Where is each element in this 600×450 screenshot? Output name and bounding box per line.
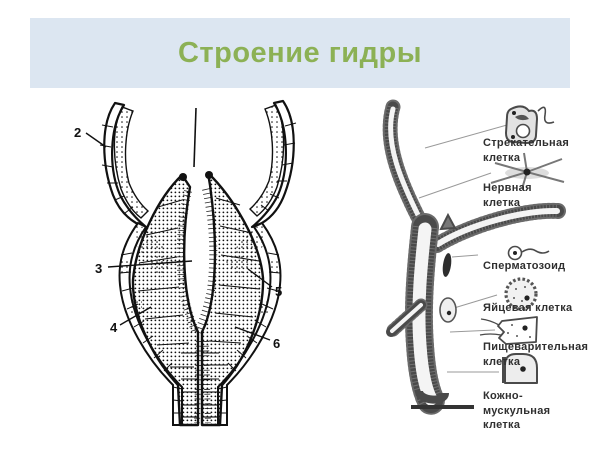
label-digestive-cell: Пищеварительная клетка <box>483 341 589 368</box>
sperm-cell-icon <box>507 245 550 261</box>
label-number-2: 2 <box>74 125 81 140</box>
label-number-5: 5 <box>275 284 282 299</box>
mouth-axis-line <box>193 107 197 168</box>
hydra-cells-figure <box>382 99 566 415</box>
egg-cell-icon <box>504 277 538 311</box>
label-number-4: 4 <box>110 320 118 335</box>
hydra-body <box>382 99 566 415</box>
hydra-section-figure: 2 3 4 5 6 <box>74 99 297 427</box>
title-banner: Строение гидры <box>30 18 570 88</box>
stinging-cell-icon <box>504 105 555 145</box>
nerve-cell-icon <box>490 152 565 190</box>
label-nerve-cell: Нервная клетка <box>483 182 532 209</box>
skin-muscle-cell-icon <box>502 353 538 384</box>
slide-title: Строение гидры <box>177 36 423 69</box>
leader-lines <box>418 124 508 373</box>
left-tentacle <box>99 101 150 229</box>
label-number-3: 3 <box>95 261 102 276</box>
digestive-cell-icon <box>479 316 538 345</box>
substrate-line <box>411 405 474 409</box>
section-callouts <box>85 132 273 341</box>
endoderm-right <box>194 171 265 427</box>
endoderm-left <box>131 173 202 427</box>
label-sperm-cell: Сперматозоид <box>483 260 566 272</box>
label-egg-cell: Яйцевая клетка <box>483 302 573 314</box>
right-tentacle <box>248 99 297 229</box>
label-skin-muscle-cell: Кожно- мускульная клетка <box>483 390 551 431</box>
label-stinging-cell: Стрекательная клетка <box>483 137 570 164</box>
label-number-6: 6 <box>273 336 280 351</box>
